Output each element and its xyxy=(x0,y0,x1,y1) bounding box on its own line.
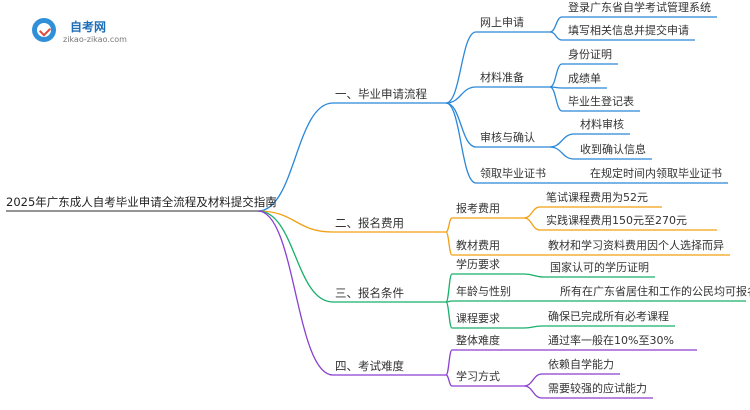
leaf-label-3-3-1: 确保已完成所有必考课程 xyxy=(548,310,669,323)
leaf-connector-4-2-1 xyxy=(523,373,543,387)
subtopic-connector-1-4 xyxy=(445,102,477,184)
leaf-connector-4-2-2 xyxy=(523,385,543,399)
leaf-label-1-4-1: 在规定时间内领取毕业证书 xyxy=(590,167,722,180)
branch-connector-2 xyxy=(257,210,334,233)
leaf-connector-1-3-1 xyxy=(549,133,575,148)
leaf-connector-3-1-1 xyxy=(523,273,545,278)
subtopic-connector-1-2 xyxy=(445,86,477,104)
subtopic-label-3-1: 学历要求 xyxy=(456,258,500,271)
leaf-label-2-1-2: 实践课程费用150元至270元 xyxy=(546,214,687,227)
branch-label-1: 一、毕业申请流程 xyxy=(335,87,427,101)
logo-url: zikao-zikao.com xyxy=(63,35,127,44)
subtopic-connector-1-1 xyxy=(445,31,477,104)
leaf-connector-1-2-1 xyxy=(549,63,563,88)
leaf-connector-1-2-3 xyxy=(549,86,563,112)
leaf-label-2-1-1: 笔试课程费用为52元 xyxy=(546,191,648,204)
leaf-label-1-2-1: 身份证明 xyxy=(568,48,612,61)
logo-icon xyxy=(32,18,56,42)
root-topic: 2025年广东成人自考毕业申请全流程及材料提交指南 xyxy=(6,195,277,209)
subtopic-label-1-1: 网上申请 xyxy=(480,16,524,29)
branch-label-3: 三、报名条件 xyxy=(335,286,404,300)
subtopic-connector-4-2 xyxy=(445,374,453,387)
leaf-label-3-1-1: 国家认可的学历证明 xyxy=(550,261,649,274)
branch-label-2: 二、报名费用 xyxy=(335,216,404,230)
branch-connector-3 xyxy=(257,210,334,303)
leaf-label-4-2-1: 依赖自学能力 xyxy=(548,358,614,371)
subtopic-label-4-1: 整体难度 xyxy=(456,334,500,347)
branch-label-4: 四、考试难度 xyxy=(335,359,404,373)
subtopic-label-3-3: 课程要求 xyxy=(456,312,500,325)
subtopic-label-1-4: 领取毕业证书 xyxy=(480,167,546,180)
subtopic-connector-2-1 xyxy=(445,217,453,233)
subtopic-connector-3-1 xyxy=(445,273,453,303)
leaf-label-1-3-2: 收到确认信息 xyxy=(580,143,646,156)
subtopic-label-3-2: 年龄与性别 xyxy=(456,285,511,298)
leaf-connector-3-3-1 xyxy=(523,325,543,329)
branch-connector-4 xyxy=(257,210,334,376)
leaf-connector-1-3-2 xyxy=(549,146,575,160)
leaf-label-4-2-2: 需要较强的应试能力 xyxy=(548,382,647,395)
leaf-label-1-1-1: 登录广东省自学考试管理系统 xyxy=(568,1,711,14)
leaf-label-3-2-1: 所有在广东省居住和工作的公民均可报名 xyxy=(560,285,750,298)
subtopic-connector-4-1 xyxy=(445,349,453,376)
subtopic-label-1-2: 材料准备 xyxy=(480,71,524,84)
leaf-label-4-1-1: 通过率一般在10%至30% xyxy=(548,334,674,347)
branch-connector-1 xyxy=(257,102,334,212)
leaf-label-1-2-2: 成绩单 xyxy=(568,72,601,85)
logo-title: 自考网 xyxy=(70,20,107,34)
site-logo: 自考网 zikao-zikao.com xyxy=(30,16,140,50)
leaf-label-1-2-3: 毕业生登记表 xyxy=(568,95,634,108)
subtopic-label-1-3: 审核与确认 xyxy=(480,131,535,144)
subtopic-label-2-1: 报考费用 xyxy=(456,202,500,215)
leaf-connector-2-1-2 xyxy=(523,217,541,231)
leaf-label-2-2-1: 教材和学习资料费用因个人选择而异 xyxy=(548,239,724,252)
subtopic-label-2-2: 教材费用 xyxy=(456,239,500,252)
leaf-connector-1-1-1 xyxy=(549,16,563,33)
leaf-connector-1-1-2 xyxy=(549,31,563,41)
subtopic-label-4-2: 学习方式 xyxy=(456,370,500,383)
leaf-connector-2-1-1 xyxy=(523,206,541,219)
leaf-label-1-1-2: 填写相关信息并提交申请 xyxy=(568,24,689,37)
subtopic-connector-2-2 xyxy=(445,231,453,256)
subtopic-connector-3-3 xyxy=(445,301,453,329)
leaf-label-1-3-1: 材料审核 xyxy=(580,118,624,131)
